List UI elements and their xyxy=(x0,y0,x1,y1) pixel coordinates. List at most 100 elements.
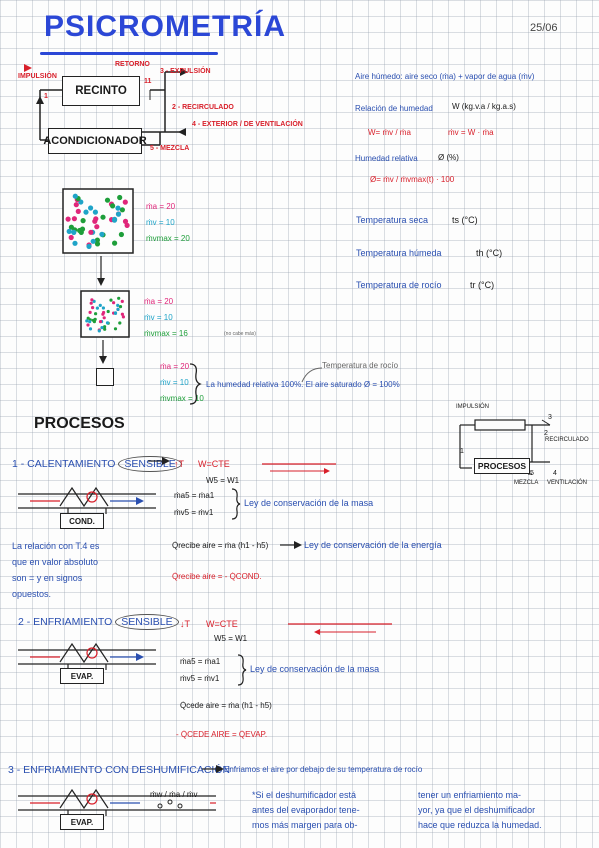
particle-dot xyxy=(122,218,129,224)
particle-dot xyxy=(66,228,72,234)
particle-dot xyxy=(88,205,94,211)
particle-dot xyxy=(71,216,77,222)
p3-note-line: mos más margen para ob- xyxy=(252,820,358,830)
particle-box-2 xyxy=(80,290,130,338)
particle-dot xyxy=(92,299,96,303)
expulsion-label: 3 - EXPULSIÓN xyxy=(160,68,211,75)
box3-mvmax: ṁvmax = 10 xyxy=(160,394,204,403)
p2-w5w1: W5 = W1 xyxy=(214,634,248,643)
box3-text: La humedad relativa 100%. El aire satura… xyxy=(206,380,400,389)
retorno-label: RETORNO xyxy=(115,61,150,68)
p2-coil-diagram xyxy=(18,642,156,670)
relacion-humedad-label: Relación de humedad xyxy=(355,104,433,113)
particle-dot xyxy=(72,193,78,199)
particle-dot xyxy=(91,306,95,310)
diag-n2: 2 xyxy=(544,430,548,437)
mv-formula: ṁv = W · ṁa xyxy=(448,128,494,137)
p2-mv: ṁv5 = ṁv1 xyxy=(180,674,220,683)
p1-note-line: que en valor absoluto xyxy=(12,557,99,567)
particle-dot xyxy=(113,327,118,331)
particle-dot xyxy=(88,229,94,235)
particle-dot xyxy=(72,240,78,246)
p2-qevap: - Q̇CEDE AIRE = Q̇EVAP. xyxy=(176,730,268,739)
particle-dot xyxy=(93,317,97,321)
particle-dot xyxy=(101,306,105,310)
p1-note-line: son = y en signos xyxy=(12,573,83,583)
p1-coil-diagram xyxy=(18,486,156,514)
p2-sensible: SENSIBLE xyxy=(115,614,179,630)
procesos-box: PROCESOS xyxy=(474,458,530,474)
p1-ma: ṁa5 = ṁa1 xyxy=(174,491,215,500)
humedad-relativa-label: Humedad relativa xyxy=(355,154,418,163)
p2-wcte: W=CTE xyxy=(206,619,238,629)
p2-dT: ↓T xyxy=(180,619,190,629)
brace-3 xyxy=(189,363,202,405)
p2-qcede: Q̇cede aire = ṁa (h1 - h5) xyxy=(180,701,272,710)
diag-n3: 3 xyxy=(548,414,552,421)
p2-title-text: 2 - ENFRIAMIENTO xyxy=(18,616,113,628)
particle-dot xyxy=(116,303,120,307)
box2-ma: ṁa = 20 xyxy=(144,297,174,306)
p1-title-text: 1 - CALENTAMIENTO xyxy=(12,458,116,470)
particle-dot xyxy=(86,243,92,249)
p1-w5w1: W5 = W1 xyxy=(206,476,240,485)
particle-dot xyxy=(109,298,113,302)
down-arrow-1 xyxy=(97,256,105,286)
p1-mv: ṁv5 = ṁv1 xyxy=(174,508,214,517)
procesos-diagram xyxy=(459,419,551,475)
p1-line xyxy=(262,463,336,474)
particle-dot xyxy=(88,310,92,314)
particle-dot xyxy=(86,316,90,320)
mezcla-label: 5 - MEZCLA xyxy=(150,145,190,152)
procesos-box-label: PROCESOS xyxy=(477,461,527,471)
p1-cond-label: COND. xyxy=(69,516,95,526)
particle-dot xyxy=(124,222,130,228)
particle-dot xyxy=(73,202,79,208)
particle-dot xyxy=(113,311,118,315)
particle-dot xyxy=(122,199,128,205)
p3-note-right: tener un enfriamiento ma- yor, ya que el… xyxy=(418,788,542,833)
p3-evap-box: EVAP. xyxy=(60,814,104,830)
particle-dot xyxy=(100,326,104,330)
title-underline xyxy=(40,52,218,55)
particle-dot xyxy=(111,217,118,223)
particle-dot xyxy=(68,234,74,241)
p1-ley-energia: Ley de conservación de la energía xyxy=(304,540,442,550)
temp-seca-label: Temperatura seca xyxy=(356,215,429,225)
tr-arrow xyxy=(301,367,323,383)
p1-cond-box: COND. xyxy=(60,513,104,529)
acondicionador-label: ACONDICIONADOR xyxy=(43,135,147,147)
particle-dot xyxy=(75,208,81,214)
particle-dot xyxy=(116,307,120,311)
particle-dot xyxy=(117,194,123,201)
procesos-heading: PROCESOS xyxy=(34,415,125,432)
diag-recirculado: RECIRCULADO xyxy=(545,437,589,443)
particle-dot xyxy=(103,327,107,331)
box3-ma: ṁa = 20 xyxy=(160,362,190,371)
particle-dot xyxy=(80,218,86,224)
particle-dot xyxy=(102,316,106,320)
p2-evap-label: EVAP. xyxy=(70,671,94,681)
p3-note-line: tener un enfriamiento ma- xyxy=(418,790,522,800)
particle-dot xyxy=(118,305,123,309)
particle-dot xyxy=(90,298,94,302)
particle-dot xyxy=(65,216,71,222)
particle-dot xyxy=(94,241,101,247)
particle-dot xyxy=(71,229,77,235)
particle-dot xyxy=(97,329,101,333)
particle-dot xyxy=(115,211,122,217)
particle-dot xyxy=(99,231,105,237)
temp-humeda-symbol: th (°C) xyxy=(476,248,503,258)
p2-brace xyxy=(237,654,247,686)
p3-note-line: hace que reduzca la humedad. xyxy=(418,820,542,830)
p1-brace xyxy=(231,488,241,520)
particle-dot xyxy=(90,238,96,244)
particle-dot xyxy=(93,216,99,222)
node-11-label: 11 xyxy=(144,78,152,85)
p3-title: 3 - ENFRIAMIENTO CON DESHUMIFICACIÓN xyxy=(8,764,231,776)
exterior-label: 4 - EXTERIOR / DE VENTILACIÓN xyxy=(192,121,303,128)
box1-mv: ṁv = 10 xyxy=(146,218,175,227)
particle-dot xyxy=(121,315,125,319)
particle-dot xyxy=(86,323,90,327)
particle-dot xyxy=(94,312,98,316)
